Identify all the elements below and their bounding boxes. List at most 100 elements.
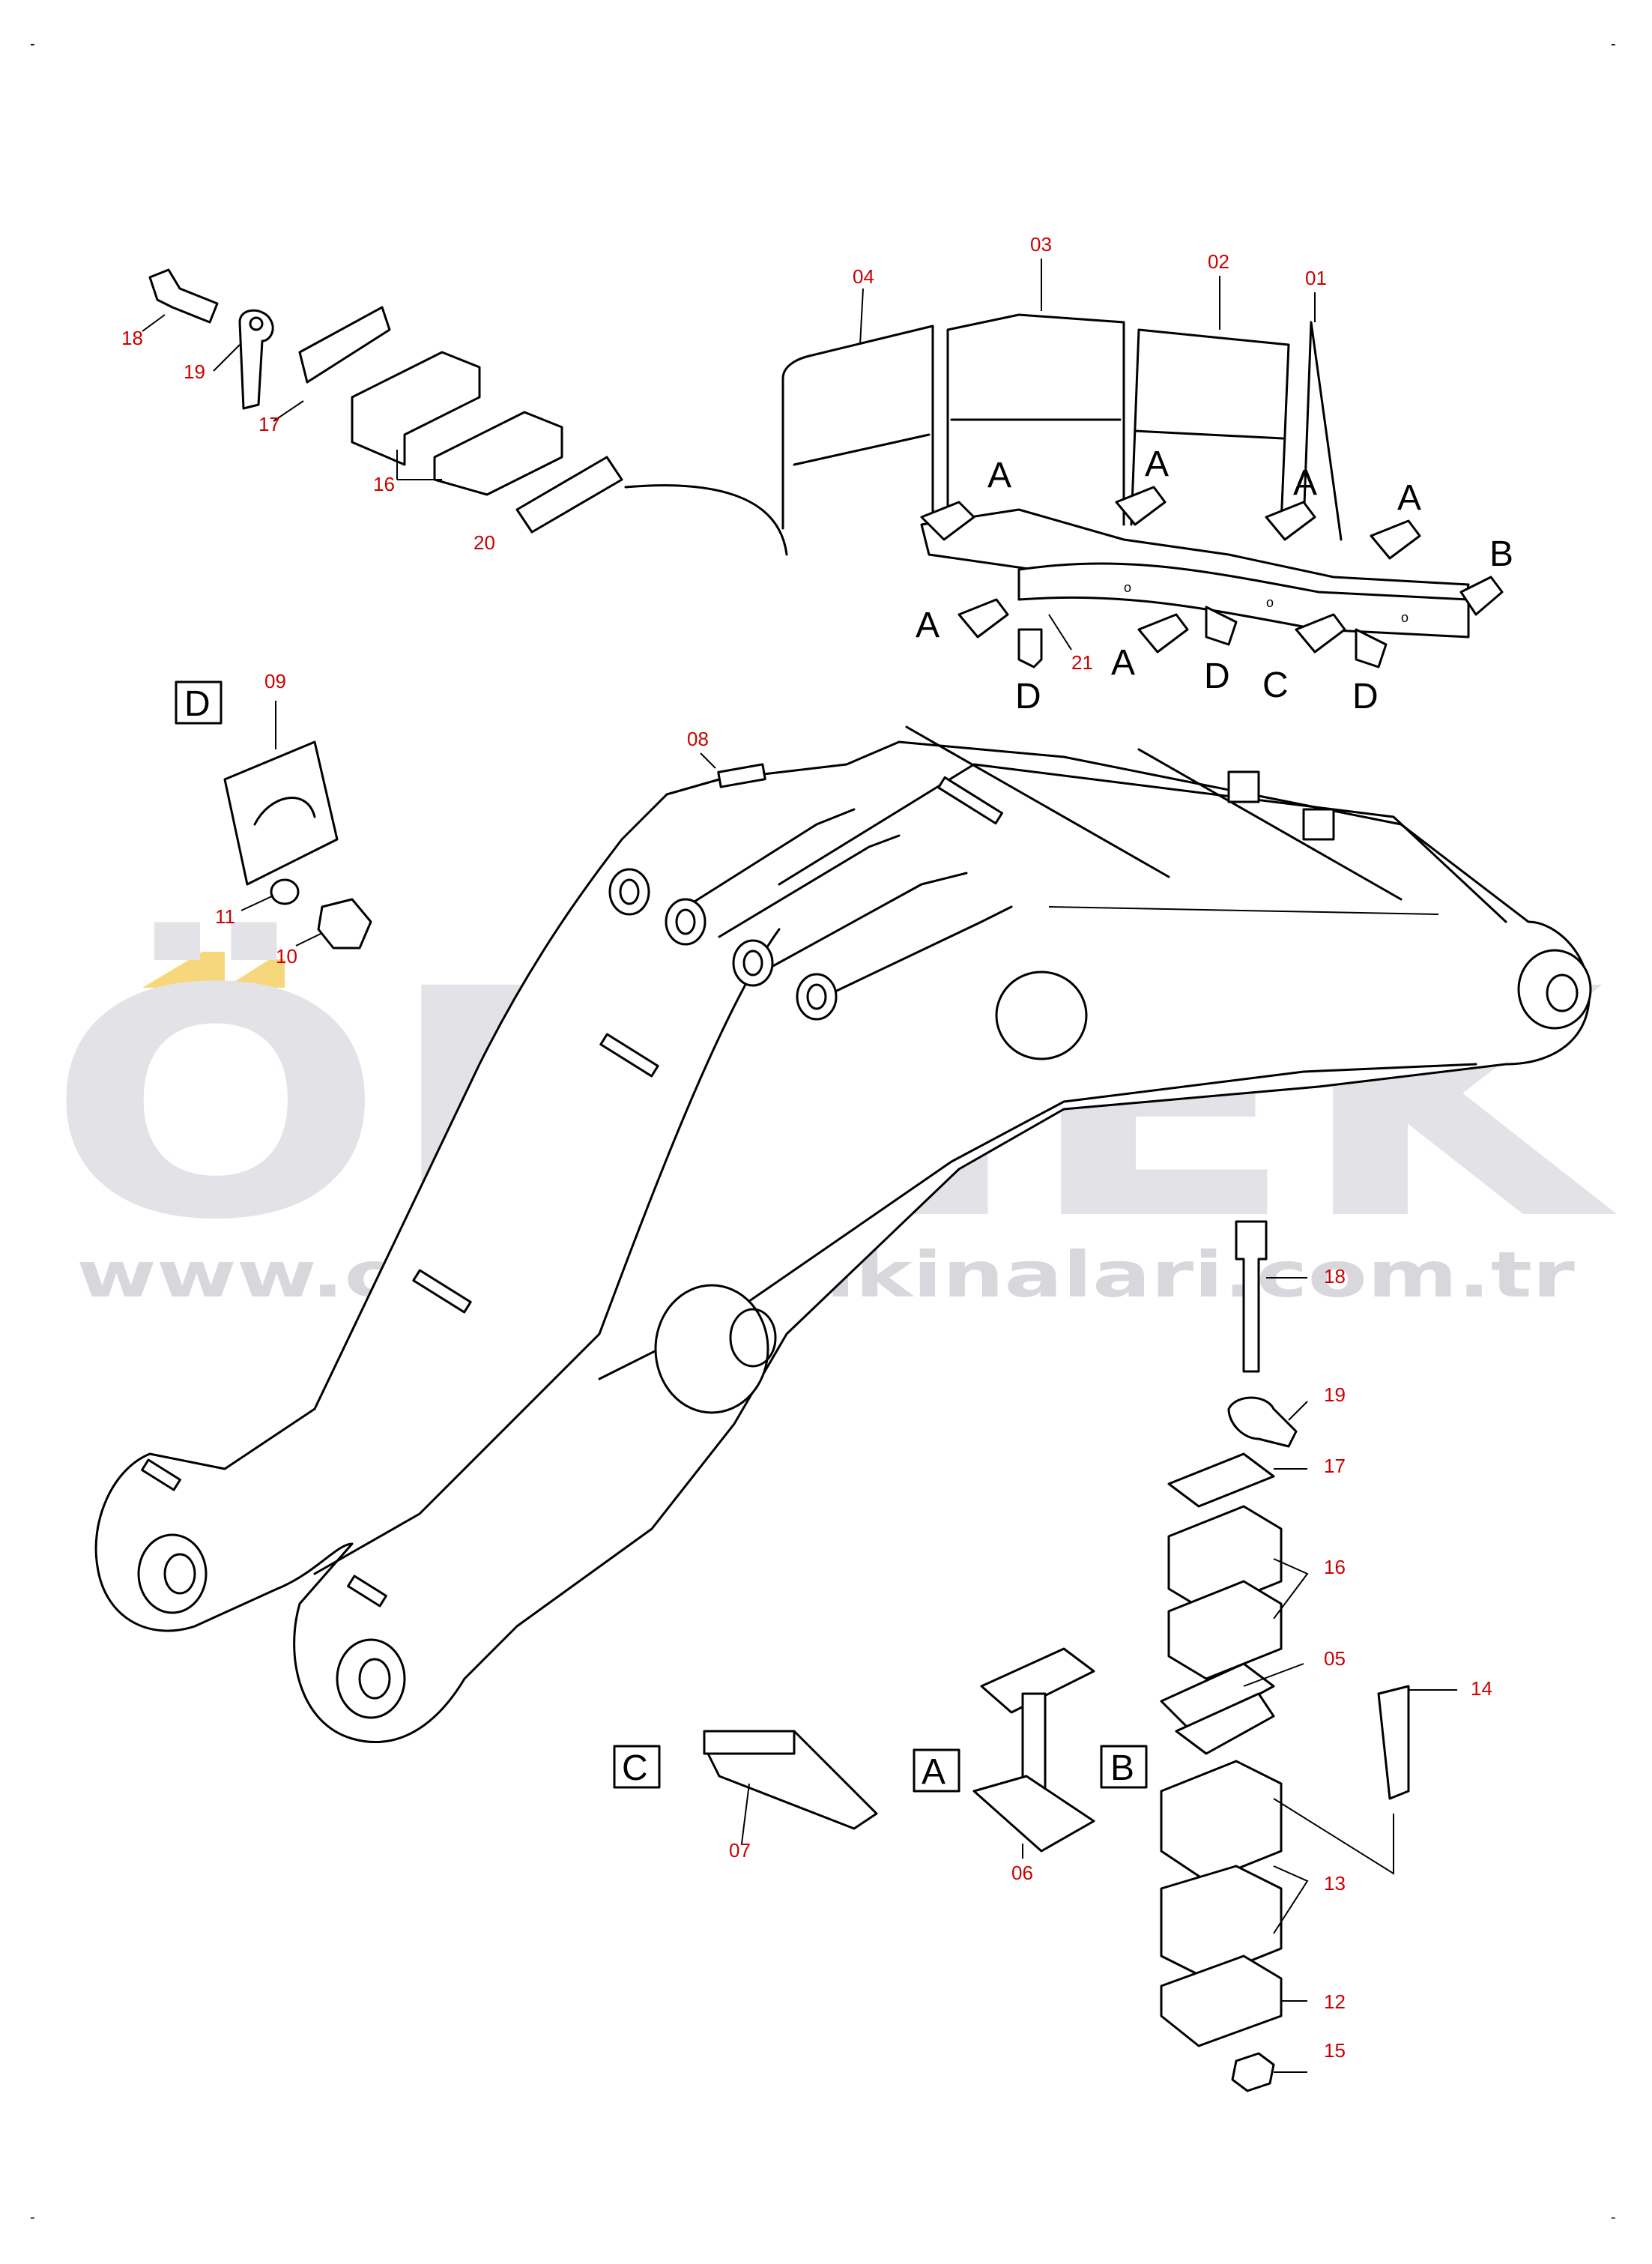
- part-number-13: 13: [1324, 1872, 1346, 1895]
- stand-06-base: [972, 1775, 1095, 1853]
- part-number-21: 21: [1071, 651, 1093, 674]
- boom-lug-hole-2-inner: [675, 908, 696, 935]
- boom-foot-lug-right: [336, 1638, 406, 1719]
- rail-section-02-mid: [1134, 429, 1284, 440]
- rail-hole-c: o: [1401, 610, 1409, 625]
- crop-mark-bottom-right: -: [1611, 2209, 1616, 2226]
- bolt-14: [1377, 1685, 1410, 1800]
- plate-20-top: [515, 456, 623, 534]
- boom-rib-3: [770, 872, 968, 968]
- view-letter-c: C: [1262, 665, 1289, 705]
- boom-key-3: [937, 776, 1003, 825]
- part-number-14: 14: [1471, 1677, 1492, 1700]
- boom-center-boss: [654, 1284, 769, 1414]
- boom-lug-hole-2: [665, 898, 707, 946]
- part-number-04: 04: [853, 265, 874, 288]
- view-letter-a-6: A: [1111, 643, 1135, 683]
- boom-assembly: [94, 725, 1592, 1743]
- boom-key-2: [412, 1269, 472, 1314]
- leader-16-right: [1273, 1558, 1309, 1619]
- rail-section-02: [1130, 328, 1290, 526]
- clamp-16-right-a: [1167, 1505, 1283, 1613]
- watermark-accent-dot-left: [142, 952, 225, 988]
- view-c-box: [613, 1745, 661, 1789]
- rail-section-04-mid: [793, 433, 931, 466]
- boom-top-bar-2: [1137, 748, 1403, 901]
- view-b-box: [1100, 1745, 1148, 1789]
- view-letter-d-3: D: [1352, 677, 1379, 716]
- leader-17-top: [273, 400, 304, 422]
- boom-rib-1: [673, 808, 856, 916]
- bracket-07-top: [703, 1730, 796, 1755]
- arrow-a-5: [957, 598, 1009, 639]
- boom-foot-hole-left: [163, 1553, 196, 1595]
- arrow-b: [1459, 576, 1504, 616]
- boom-key-1: [599, 1033, 659, 1078]
- boom-lug-hole-3-inner: [742, 950, 763, 976]
- arrow-a-2: [1115, 486, 1167, 526]
- stand-06-top: [980, 1647, 1095, 1714]
- part-number-19-right: 19: [1324, 1383, 1346, 1406]
- leader-13: [1273, 1865, 1309, 1934]
- part-number-20: 20: [473, 531, 495, 554]
- view-d-detail: [175, 680, 372, 950]
- leader-04: [859, 288, 864, 345]
- boom-inspection-plate: [995, 970, 1088, 1060]
- part-number-11: 11: [215, 905, 235, 928]
- boom-bracket-b: [1302, 808, 1335, 841]
- part-number-05: 05: [1324, 1647, 1346, 1670]
- clamp-13-b: [1160, 1865, 1283, 1980]
- part-number-18-right: 18: [1324, 1265, 1346, 1288]
- crop-mark-top-left: -: [30, 36, 35, 52]
- boom-web-line: [1048, 906, 1439, 915]
- view-c-detail: [613, 1730, 878, 1830]
- boom-end-hole: [1546, 973, 1579, 1012]
- leader-18-top: [142, 314, 166, 332]
- washer-11: [270, 878, 300, 905]
- part-number-17-right: 17: [1324, 1455, 1346, 1477]
- arrow-a-3: [1265, 501, 1316, 541]
- arrow-a-6: [1137, 613, 1189, 653]
- plate-05-b: [1175, 1692, 1275, 1755]
- crop-mark-top-right: -: [1611, 36, 1616, 52]
- rail-section-01: [1302, 321, 1343, 541]
- bolt-18-right: [1235, 1220, 1268, 1373]
- plate-12: [1160, 1954, 1283, 2047]
- arrow-c: [1295, 613, 1346, 653]
- clamp-16-top-b: [433, 411, 563, 496]
- part-number-18-top: 18: [121, 327, 143, 349]
- clamp-13-a: [1160, 1760, 1283, 1883]
- nut-15: [1231, 2052, 1275, 2092]
- view-a-box: [913, 1748, 960, 1793]
- arrow-d-1: [1017, 628, 1043, 668]
- part-number-07: 07: [729, 1839, 751, 1862]
- leader-16-top: [396, 450, 442, 480]
- part-number-labels: 04 03 02 01 18 19 17 16 20 21 09 11 10 0…: [121, 233, 1492, 2062]
- leader-08: [700, 752, 716, 769]
- rail-cable-20: [624, 484, 788, 556]
- clamp-16-top-a: [351, 351, 481, 466]
- arrow-d-2: [1205, 606, 1238, 646]
- boom-upper-flange: [778, 763, 1507, 923]
- crop-marks: - - - -: [30, 36, 1616, 2226]
- part-number-17-top: 17: [258, 413, 280, 435]
- view-box-label-b: B: [1110, 1748, 1134, 1788]
- rail-hole-a: o: [1124, 580, 1131, 595]
- view-letter-d-1: D: [1015, 677, 1041, 716]
- crop-mark-bottom-left: -: [30, 2209, 35, 2226]
- view-letter-d-2: D: [1204, 656, 1230, 696]
- view-box-label-d: D: [184, 684, 211, 724]
- view-a-detail: [913, 1647, 1095, 1853]
- part-number-03: 03: [1030, 233, 1052, 256]
- rail-section-04: [781, 324, 934, 530]
- leader-19-top: [213, 344, 240, 372]
- boom-foot-hole-right: [358, 1658, 391, 1700]
- boom-rib-4: [823, 905, 1013, 998]
- boom-lug-hole-1: [608, 868, 650, 916]
- boom-clip-08: [717, 763, 766, 788]
- part-number-16-top: 16: [373, 473, 395, 495]
- boom-top-bar-1: [905, 725, 1170, 878]
- boom-end-boss: [1517, 949, 1592, 1030]
- handrail-assembly: o o o: [624, 313, 1470, 639]
